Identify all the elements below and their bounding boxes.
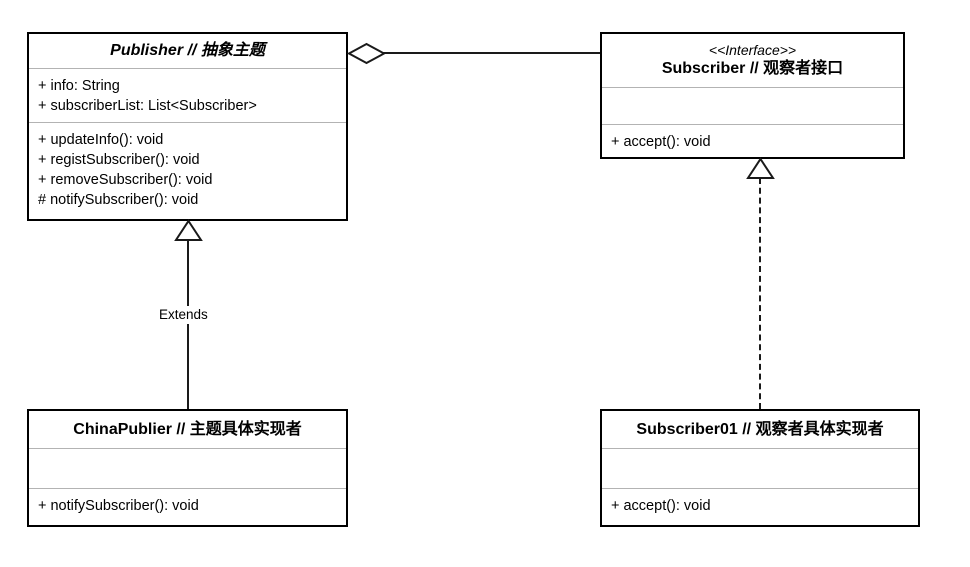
hollow-triangle-icon — [174, 219, 203, 241]
class-name-publisher: Publisher // 抽象主题 — [110, 42, 265, 59]
class-operations-compartment: + accept(): void — [602, 124, 903, 157]
class-title-compartment: Publisher // 抽象主题 — [29, 34, 346, 68]
operation-item: + notifySubscriber(): void — [38, 498, 199, 514]
class-attributes-compartment — [602, 448, 918, 488]
class-operations-compartment: + notifySubscriber(): void — [29, 488, 346, 525]
class-title-compartment: ChinaPublier // 主题具体实现者 — [29, 411, 346, 448]
class-name-subscriber: Subscriber // 观察者接口 — [661, 60, 844, 78]
operation-item: + accept(): void — [611, 498, 711, 514]
class-name-chinapublier: ChinaPublier // 主题具体实现者 — [73, 420, 302, 438]
operation-item: # notifySubscriber(): void — [38, 192, 199, 208]
class-stereotype-subscriber: <<Interface>> — [708, 41, 797, 58]
class-operations-compartment: + updateInfo(): void + registSubscriber(… — [29, 122, 346, 219]
generalization-label: Extends — [155, 306, 212, 324]
operation-item: + registSubscriber(): void — [38, 152, 200, 168]
class-box-chinapublier[interactable]: ChinaPublier // 主题具体实现者 + notifySubscrib… — [27, 409, 348, 527]
hollow-triangle-icon — [746, 157, 775, 179]
class-box-publisher[interactable]: Publisher // 抽象主题 + info: String + subsc… — [27, 32, 348, 221]
realization-connector-line — [759, 178, 761, 409]
hollow-diamond-icon — [346, 42, 387, 65]
class-title-compartment: Subscriber01 // 观察者具体实现者 — [602, 411, 918, 448]
generalization-connector-line — [187, 239, 189, 409]
class-box-subscriber[interactable]: <<Interface>> Subscriber // 观察者接口 + acce… — [600, 32, 905, 159]
operation-item: + updateInfo(): void — [38, 132, 164, 148]
class-box-subscriber01[interactable]: Subscriber01 // 观察者具体实现者 + accept(): voi… — [600, 409, 920, 527]
attribute-item: + subscriberList: List<Subscriber> — [38, 98, 257, 114]
class-operations-compartment: + accept(): void — [602, 488, 918, 525]
operation-item: + removeSubscriber(): void — [38, 172, 213, 188]
class-attributes-compartment: + info: String + subscriberList: List<Su… — [29, 68, 346, 122]
class-title-compartment: <<Interface>> Subscriber // 观察者接口 — [602, 34, 903, 87]
operation-item: + accept(): void — [611, 134, 711, 150]
attribute-item: + info: String — [38, 78, 120, 94]
class-attributes-compartment — [602, 87, 903, 124]
aggregation-connector-line — [383, 52, 601, 54]
class-name-subscriber01: Subscriber01 // 观察者具体实现者 — [636, 420, 884, 438]
class-attributes-compartment — [29, 448, 346, 488]
